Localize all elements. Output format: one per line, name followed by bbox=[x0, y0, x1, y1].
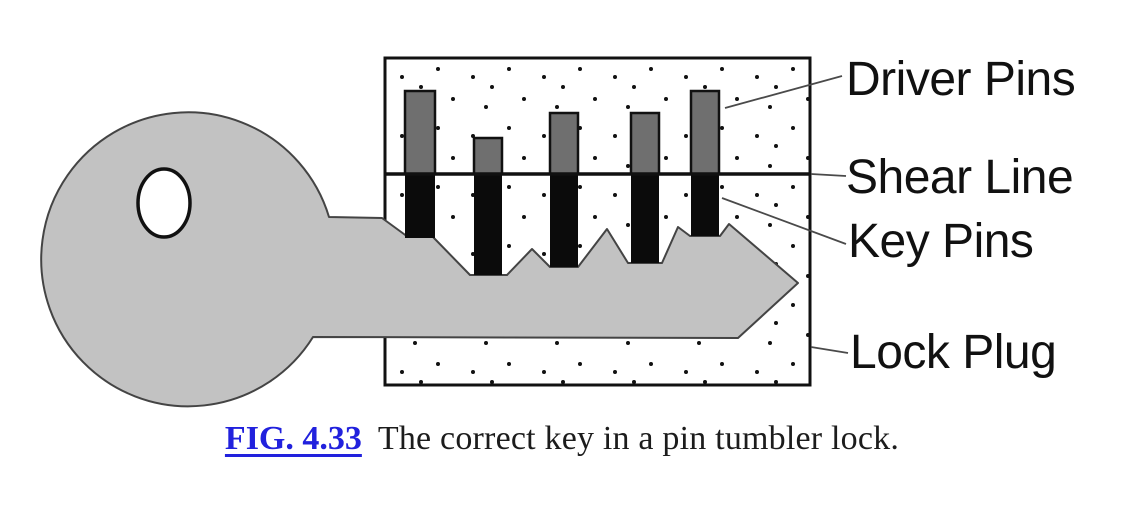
key-bow-hole bbox=[136, 167, 192, 239]
key-pin bbox=[691, 174, 719, 236]
driver-pin bbox=[548, 111, 580, 176]
key-pins-group bbox=[405, 174, 719, 275]
driver-pin bbox=[689, 89, 721, 176]
figure-caption-text: The correct key in a pin tumbler lock. bbox=[377, 420, 900, 457]
labels-group: Driver Pins Shear Line Key Pins Lock Plu… bbox=[846, 53, 1076, 379]
driver-pin bbox=[403, 89, 437, 176]
leader-lines-group bbox=[721, 75, 849, 354]
leader-line-shear-line bbox=[810, 173, 847, 177]
leader-line-key-pins bbox=[721, 197, 847, 245]
label-key-pins: Key Pins bbox=[848, 215, 1033, 268]
key-pin bbox=[405, 174, 435, 238]
label-driver-pins: Driver Pins bbox=[846, 53, 1075, 106]
key bbox=[40, 111, 799, 408]
figure-number-link[interactable]: FIG. 4.33 bbox=[224, 420, 362, 457]
key-pin bbox=[474, 174, 502, 275]
driver-pin bbox=[629, 111, 661, 176]
key-pin bbox=[550, 174, 578, 267]
leader-line-driver-pins bbox=[724, 75, 843, 109]
label-shear-line: Shear Line bbox=[846, 151, 1073, 204]
label-lock-plug: Lock Plug bbox=[850, 326, 1056, 379]
key-pin bbox=[631, 174, 659, 263]
figure-caption: FIG. 4.33 The correct key in a pin tumble… bbox=[0, 420, 1124, 458]
driver-pin bbox=[472, 136, 504, 176]
leader-line-lock-plug bbox=[810, 346, 849, 354]
